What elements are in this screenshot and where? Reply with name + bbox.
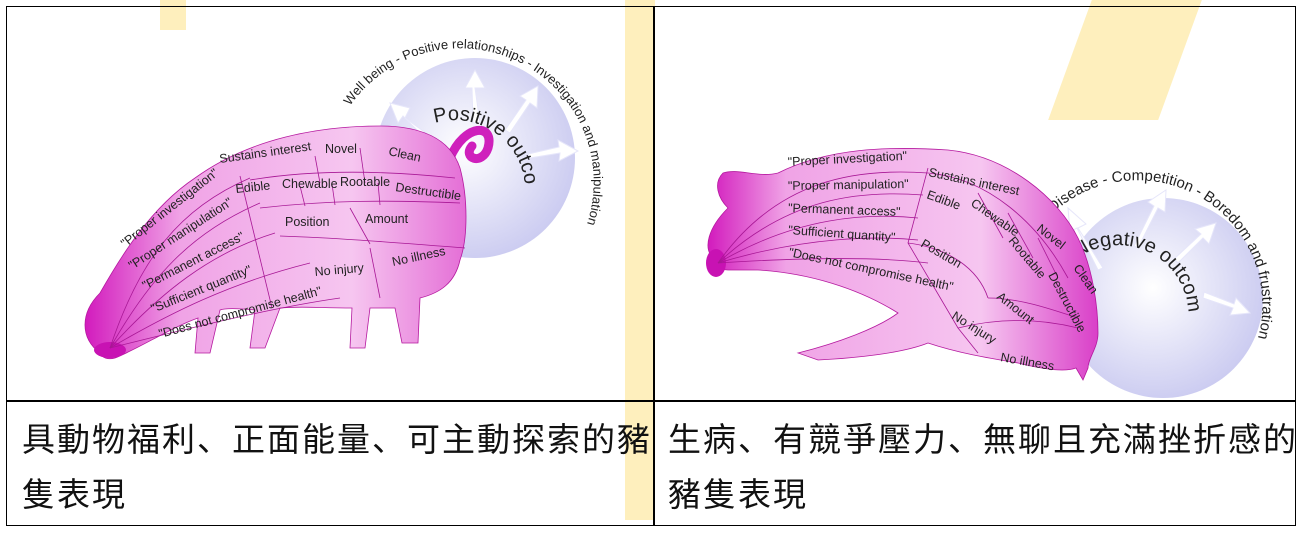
caption-positive: 具動物福利、正面能量、可主動探索的豬隻表現 bbox=[22, 420, 652, 514]
segment-lines bbox=[109, 147, 466, 349]
column-divider bbox=[653, 6, 655, 526]
outcome-arrows bbox=[1067, 189, 1252, 316]
label-proper-investigation: "Proper investigation" bbox=[787, 149, 907, 169]
pig-tail bbox=[445, 126, 494, 163]
caption-negative: 生病、有競爭壓力、無聊且充滿挫折感的豬隻表現 bbox=[668, 420, 1298, 514]
row-divider bbox=[6, 400, 1296, 402]
label-chewable: Chewable bbox=[282, 177, 338, 191]
label-position: Position bbox=[285, 215, 330, 229]
watermark-stripe bbox=[160, 0, 186, 30]
pig-body bbox=[84, 125, 467, 360]
positive-pig-figure: Well being - Positive relationships - In… bbox=[10, 8, 650, 398]
negative-pig-figure: Disease - Competition - Boredom and frus… bbox=[658, 8, 1292, 398]
table-frame bbox=[6, 6, 1296, 526]
watermark-stripe bbox=[625, 0, 655, 520]
pig-snout bbox=[706, 249, 726, 277]
label-rootable: Rootable bbox=[340, 175, 390, 189]
pig-body bbox=[707, 148, 1099, 381]
pig-snout bbox=[94, 342, 126, 358]
segment-lines bbox=[717, 167, 1079, 354]
label-novel: Novel bbox=[325, 142, 357, 156]
label-clean: Clean bbox=[387, 144, 422, 164]
label-amount: Amount bbox=[365, 212, 409, 226]
label-permanent-access: "Permanent access" bbox=[788, 201, 901, 219]
label-proper-manipulation: "Proper manipulation" bbox=[788, 177, 909, 193]
outcome-circle bbox=[1063, 198, 1263, 398]
label-edible: Edible bbox=[235, 178, 271, 196]
label-no-injury: No injury bbox=[314, 261, 365, 279]
